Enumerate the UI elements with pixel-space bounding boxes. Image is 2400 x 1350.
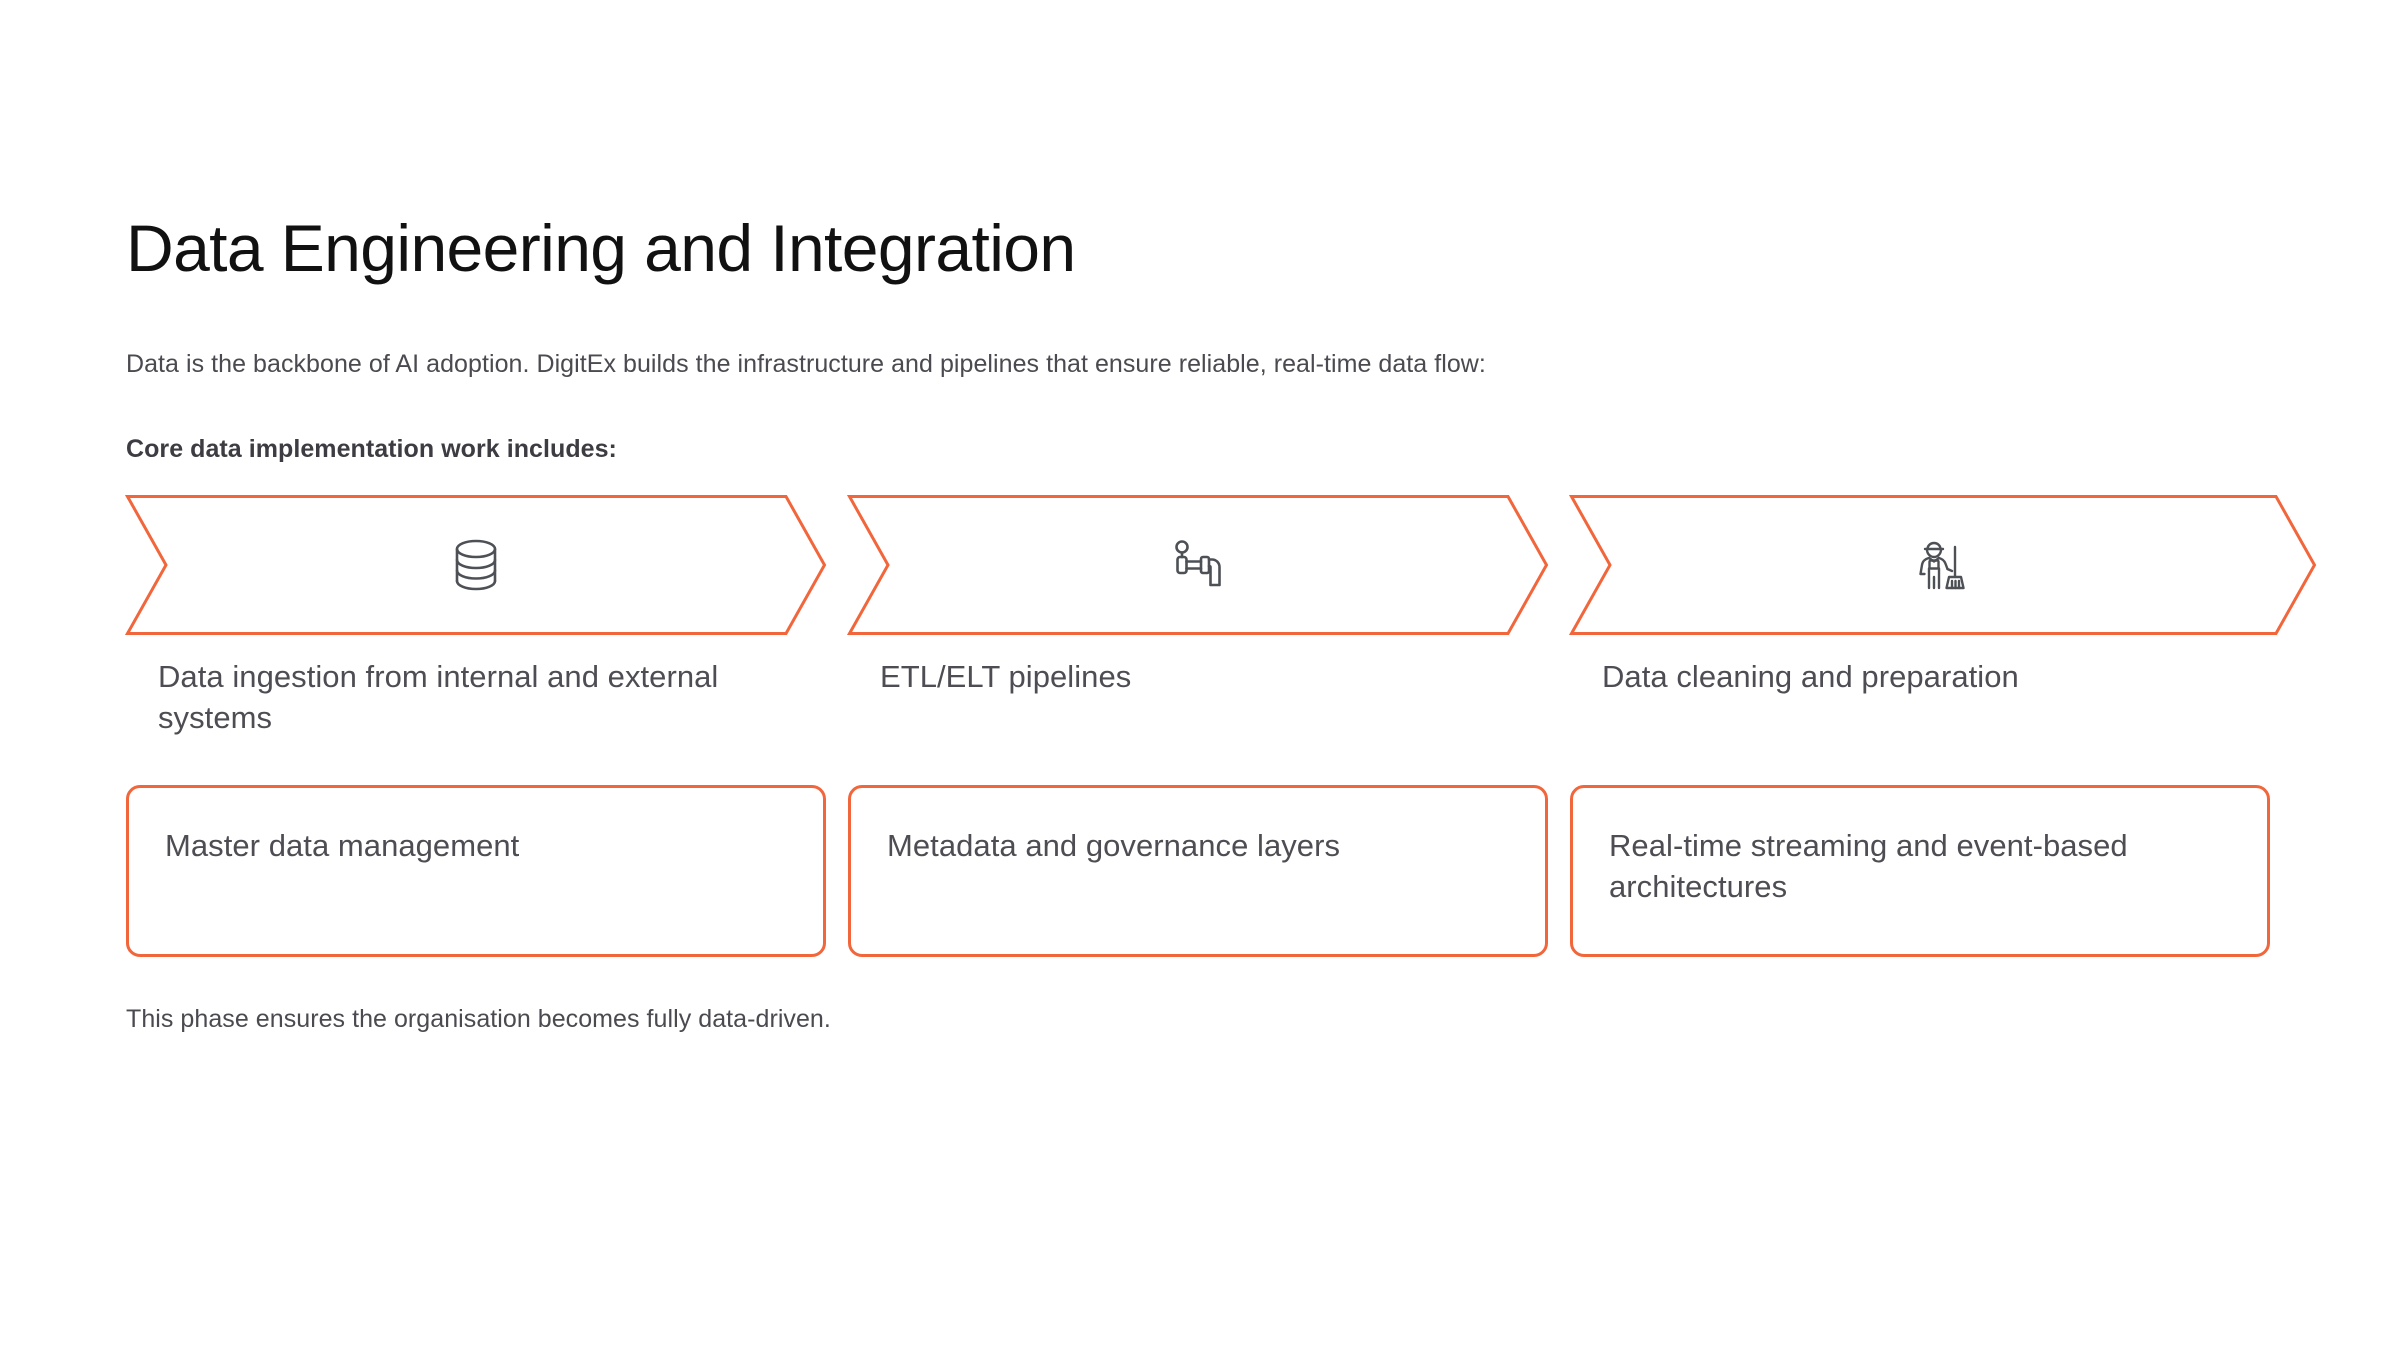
chevron-shape-1 — [124, 495, 827, 636]
chevron-shape-3 — [1568, 495, 2317, 636]
card-label: Real-time streaming and event-based arch… — [1609, 828, 2128, 905]
chevron-caption-2: ETL/ELT pipelines — [880, 659, 1132, 695]
chevron-caption-1: Data ingestion from internal and externa… — [158, 659, 719, 736]
card-master-data-management[interactable]: Master data management — [126, 785, 826, 958]
chevron-banner-1[interactable] — [124, 495, 827, 636]
card-metadata-governance[interactable]: Metadata and governance layers — [848, 785, 1548, 958]
card-row: Master data management Metadata and gove… — [126, 785, 2316, 958]
card-label: Master data management — [165, 828, 520, 864]
chevron-shape-2 — [846, 495, 1549, 636]
outro-paragraph: This phase ensures the organisation beco… — [126, 1005, 831, 1034]
content-container: Data Engineering and Integration Data is… — [124, 211, 2317, 1037]
chevron-caption-row: Data ingestion from internal and externa… — [126, 657, 2316, 767]
database-icon — [444, 533, 508, 597]
chevron-banner-2[interactable] — [846, 495, 1549, 636]
section-subheading: Core data implementation work includes: — [126, 435, 617, 464]
pipe-valve-icon — [1166, 533, 1230, 597]
intro-paragraph: Data is the backbone of AI adoption. Dig… — [126, 349, 1486, 378]
card-label: Metadata and governance layers — [887, 828, 1341, 864]
chevron-banner-3[interactable] — [1568, 495, 2317, 636]
chevron-caption-3: Data cleaning and preparation — [1602, 659, 2019, 695]
chevron-banner-row — [124, 495, 2317, 636]
card-realtime-streaming[interactable]: Real-time streaming and event-based arch… — [1570, 785, 2270, 958]
worker-broom-icon — [1911, 533, 1975, 597]
page-title: Data Engineering and Integration — [126, 211, 1076, 285]
